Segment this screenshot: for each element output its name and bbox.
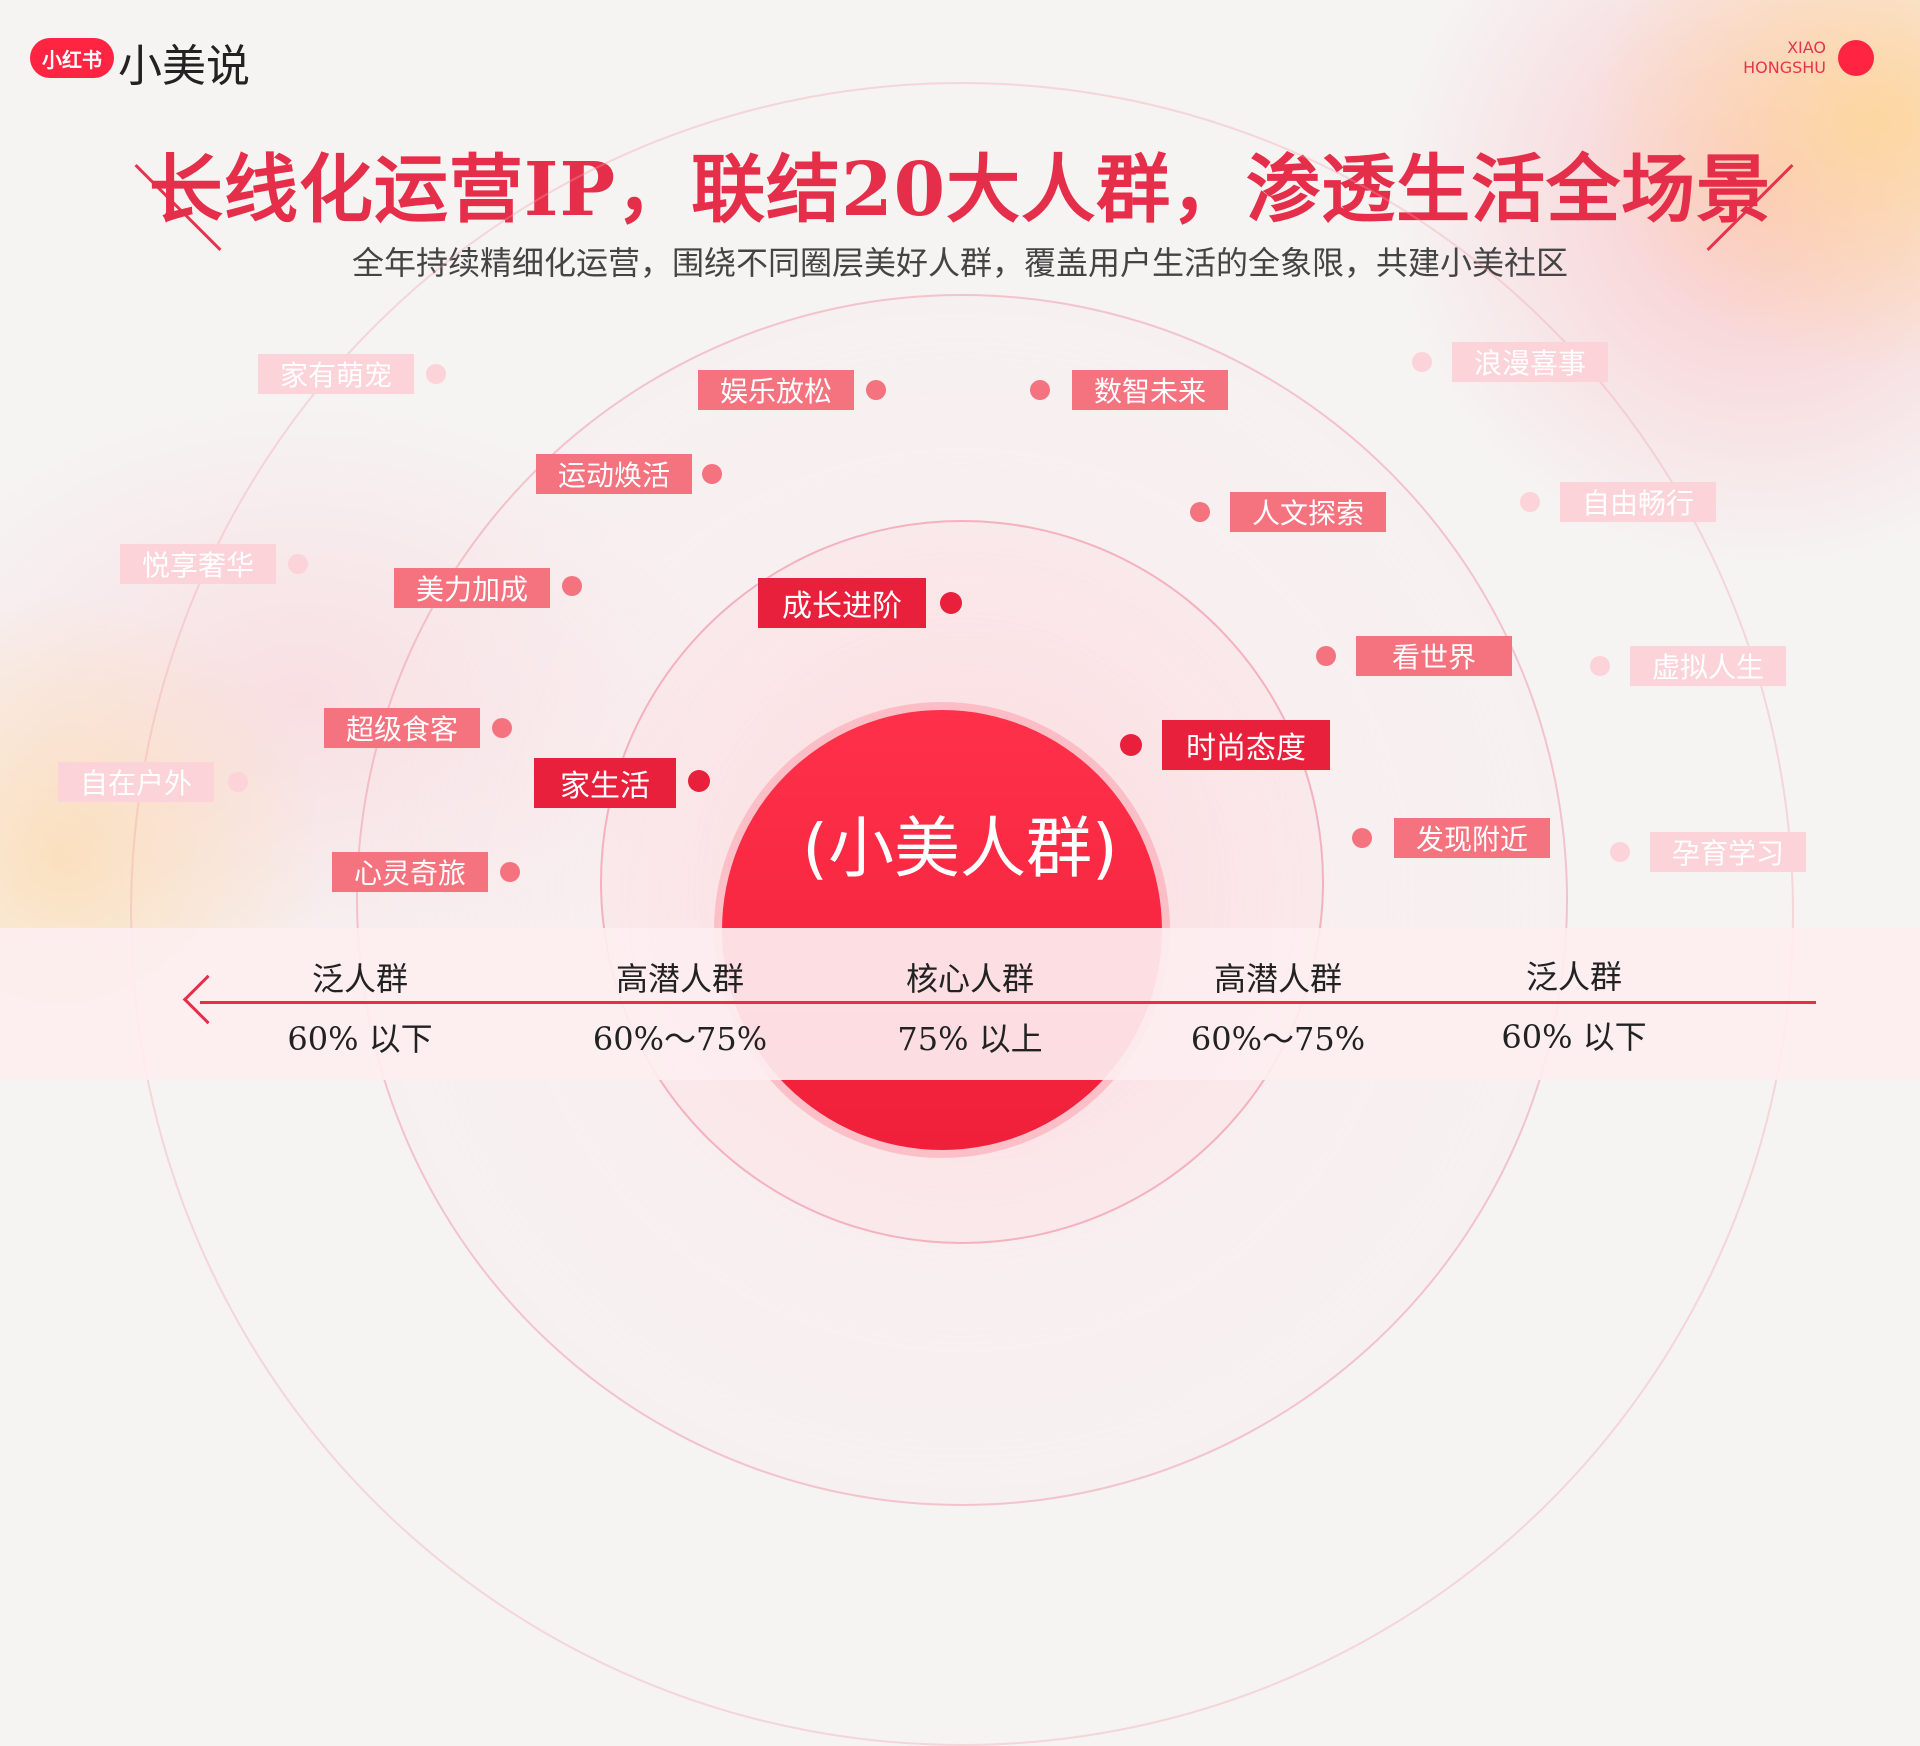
tag-jiayou-mengchong: 家有萌宠 [258,354,414,394]
tag-dot [866,380,886,400]
tag-meili-jiacheng: 美力加成 [394,568,550,608]
tag-chengzhang-jinjie: 成长进阶 [758,578,926,628]
segment-percentage: 60%～75% [1190,1020,1366,1058]
audience-ring-diagram: (小美人群) 家有萌宠 浪漫喜事 自由畅行 悦享奢华 虚拟人生 自在户外 孕育学… [58,82,1806,1746]
brand-wordmark: XIAO HONGSHU [1743,38,1826,78]
tag-dot [688,770,710,792]
tag-chaoji-shike: 超级食客 [324,708,480,748]
tag-shuzhi-weilai: 数智未来 [1072,370,1228,410]
penetration-scale-band [0,928,1920,1080]
tag-dot [1190,502,1210,522]
tag-yule-fangsong: 娱乐放松 [698,370,854,410]
brand-dot-icon [1838,40,1874,76]
segment-percentage: 75% 以上 [897,1020,1043,1058]
segment-percentage: 60% 以下 [1501,1018,1647,1056]
segment-name: 高潜人群 [1213,960,1342,998]
tag-dot [228,772,248,792]
tag-kan-shijie: 看世界 [1356,636,1512,676]
tag-zizai-huwai: 自在户外 [58,762,214,802]
tag-dot [1590,656,1610,676]
tag-dot [940,592,962,614]
segment-name: 高潜人群 [615,960,744,998]
tag-dot [500,862,520,882]
tag-dot [702,464,722,484]
xiaomeishuo-logo-text: 小美说 [118,41,250,92]
tag-xuni-rensheng: 虚拟人生 [1630,646,1786,686]
tag-yuexiang-shehua: 悦享奢华 [120,544,276,584]
segment-name: 核心人群 [905,960,1034,998]
tag-faxian-fujin: 发现附近 [1394,818,1550,858]
xiaohongshu-logo-badge: 小红书 [30,38,114,78]
tag-dot [1610,842,1630,862]
tag-dot [1412,352,1432,372]
tag-dot [1316,646,1336,666]
scale-axis-line [200,1001,1816,1004]
tag-jia-shenghuo: 家生活 [534,758,676,808]
tag-dot [288,554,308,574]
tag-dot [1120,734,1142,756]
tag-dot [492,718,512,738]
core-audience-label: (小美人群) [802,810,1118,887]
tag-yundong-huanhuo: 运动焕活 [536,454,692,494]
tag-xinling-qilv: 心灵奇旅 [332,852,488,892]
segment-name: 泛人群 [311,960,408,998]
tag-langman-xishi: 浪漫喜事 [1452,342,1608,382]
tag-dot [1352,828,1372,848]
tag-dot [1520,492,1540,512]
tag-shishang-taidu: 时尚态度 [1162,720,1330,770]
tag-dot [562,576,582,596]
tag-yunyu-xuexi: 孕育学习 [1650,832,1806,872]
tag-renwen-tansuo: 人文探索 [1230,492,1386,532]
tag-dot [426,364,446,384]
tag-dot [1030,380,1050,400]
segment-percentage: 60% 以下 [287,1020,433,1058]
segment-percentage: 60%～75% [592,1020,768,1058]
tag-ziyou-changxing: 自由畅行 [1560,482,1716,522]
segment-name: 泛人群 [1525,958,1622,996]
brand-line-2: HONGSHU [1743,58,1826,77]
brand-line-1: XIAO [1787,38,1826,57]
